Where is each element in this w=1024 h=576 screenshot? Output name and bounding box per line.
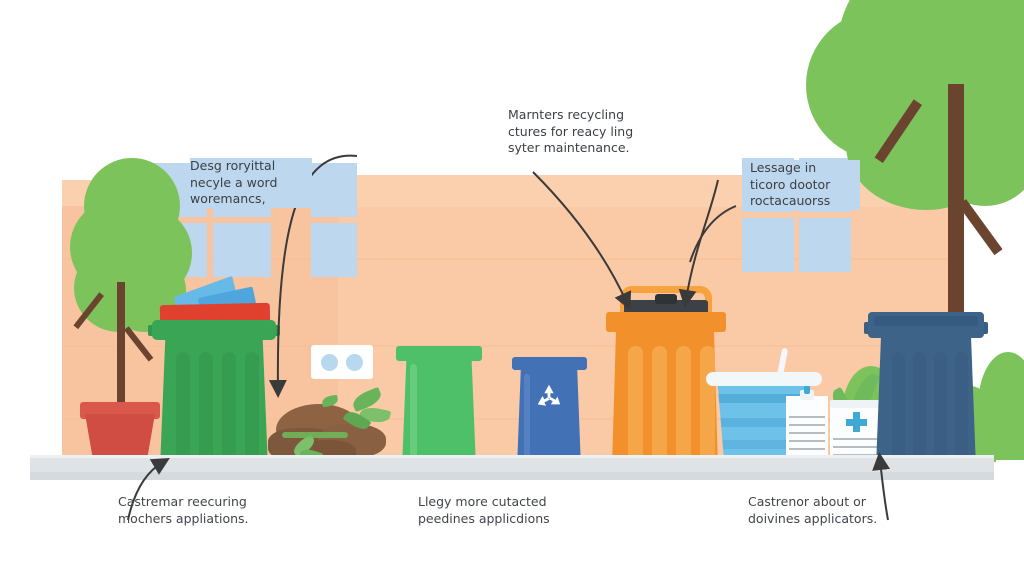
note-left-line: Desg roryittal [190, 158, 312, 175]
note-left-line: necyle a word [190, 174, 312, 191]
window-pane [213, 223, 271, 277]
note-center-line: syter maintenance. [508, 140, 630, 155]
wall-plate-fixture [346, 354, 363, 371]
bin-lid-inner [874, 316, 978, 326]
caption-right-line: Castrenor about or [748, 494, 866, 509]
caption-left-line: mochers appliations. [118, 510, 249, 526]
medical-cross-icon [846, 419, 867, 426]
caption-left-line: Castremar reecuring [118, 494, 247, 509]
note-right-line: Lessage in [750, 160, 860, 177]
note-right-line: roctacauorss [750, 193, 860, 210]
wall-plate [311, 345, 373, 379]
bin-highlight [410, 364, 417, 460]
note-right-line: ticoro dootor [750, 176, 860, 193]
note-center: Marnters recycling ctures for reacy ling… [508, 107, 668, 157]
wall-plate-fixture [321, 354, 338, 371]
note-center-line: Marnters recycling [508, 107, 625, 122]
caption-left: Castremar reecuring mochers appliations. [118, 494, 308, 527]
window-pane [311, 163, 357, 217]
bin-body [876, 336, 976, 468]
note-right: Lessage in ticoro dootor roctacauorss [750, 160, 860, 210]
caption-center: Llegy more cutacted peedines applicdions [418, 494, 618, 527]
bin-lid [396, 346, 482, 361]
caption-center-line: Llegy more cutacted [418, 494, 547, 509]
caption-band [0, 480, 1024, 576]
caption-right-line: doivines applicators. [748, 510, 878, 526]
bin-lid [512, 357, 587, 370]
wall-seam-3 [62, 418, 964, 420]
note-center-line: ctures for reacy ling [508, 123, 634, 139]
window-pane [742, 218, 794, 272]
bin-knob [655, 294, 677, 304]
ground-shadow [30, 472, 994, 480]
wall-seam-1 [62, 258, 964, 260]
bucket-rim [706, 372, 822, 386]
note-left: Desg roryittal necyle a word woremancs, [190, 158, 312, 208]
caption-right: Castrenor about or doivines applicators. [748, 494, 938, 527]
window-pane [311, 223, 357, 277]
bin-highlight [524, 374, 530, 462]
bin-lid [152, 320, 276, 340]
window-pane [799, 218, 851, 272]
recycle-symbol-icon [537, 384, 561, 406]
note-left-line: woremancs, [190, 191, 312, 208]
wall-seam-2 [62, 345, 964, 347]
bin-body [160, 336, 268, 468]
caption-center-line: peedines applicdions [418, 510, 550, 526]
